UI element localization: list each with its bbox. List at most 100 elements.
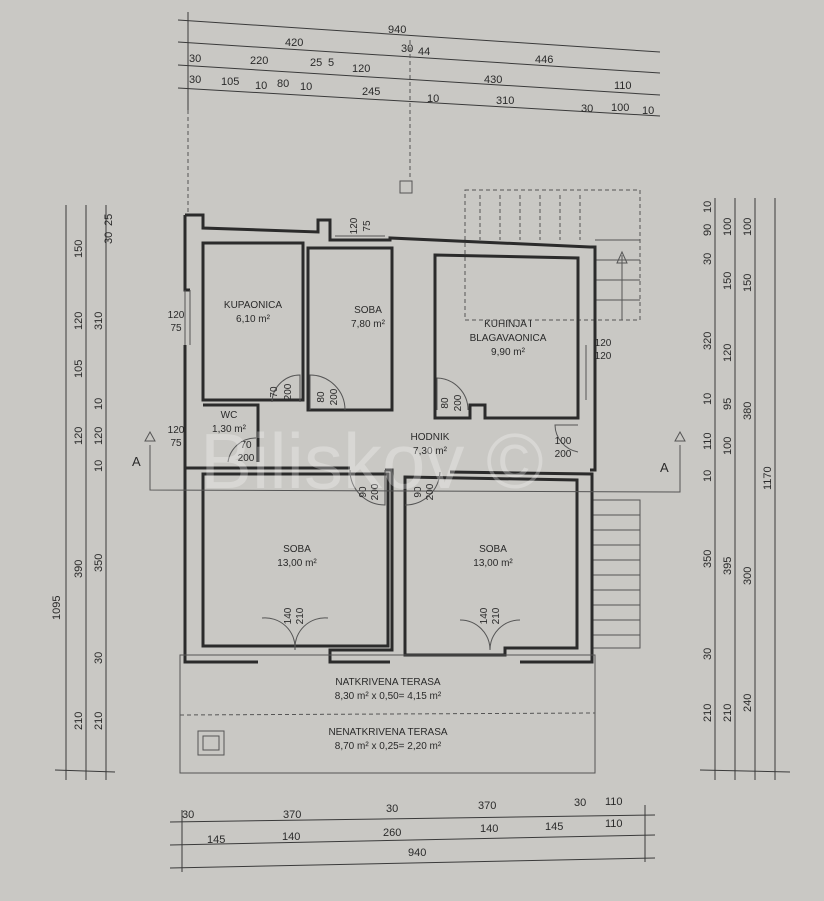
room-area: 7,30 m² [413,446,448,457]
door-width: 90 [358,486,369,498]
dim-label: 245 [362,86,380,98]
dim-label: 95 [722,398,734,410]
room-name: SOBA [479,544,507,555]
section-mark: A [660,460,669,475]
dim-label: 150 [722,272,734,290]
dim-label: 30 [189,53,201,65]
window-width: 120 [349,217,360,234]
dim-label: 10 [642,105,654,117]
dim-label: 30 [574,797,586,809]
dim-label: 10 [702,201,714,213]
dim-label: 25 [310,57,322,69]
dim-label: 140 [282,831,300,843]
dim-label: 30 [182,809,194,821]
dim-label: 370 [478,800,496,812]
dim-label: 320 [702,332,714,350]
window-height: 75 [362,220,373,232]
door-height: 200 [370,483,381,500]
dim-label: 446 [535,54,553,66]
dim-label: 350 [93,554,105,572]
dim-label: 10 [93,460,105,472]
room-area: 9,90 m² [491,347,526,358]
terrace-open-area: 8,70 m² x 0,25= 2,20 m² [335,741,442,752]
dim-label: 10 [702,393,714,405]
dim-label: 30 [386,803,398,815]
dim-label: 30 [702,648,714,660]
dim-label: 10 [300,81,312,93]
dim-label: 110 [605,796,623,808]
dim-label: 370 [283,809,301,821]
door-width: 90 [413,486,424,498]
stair-arrow-icon [616,250,628,264]
dim-label: 30 [93,652,105,664]
door-height: 200 [238,453,255,464]
door-width: 80 [440,397,451,409]
dim-label: 100 [611,102,629,114]
room-area: 13,00 m² [473,558,513,569]
dim-label: 30 [581,103,593,115]
dim-label: 120 [73,427,85,445]
dim-label: 380 [742,402,754,420]
dim-label: 310 [496,95,514,107]
left-dimensions: 1095 150 120 105 120 390 210 310 10 120 … [51,205,116,780]
bottom-dimensions: 30 370 30 370 30 110 145 140 260 140 145… [169,796,656,872]
window-width: 120 [595,338,612,349]
window-height: 120 [595,351,612,362]
doors [227,374,579,651]
window-width: 120 [168,310,185,321]
right-dimensions: 10 90 30 320 10 110 10 350 30 210 100 15… [699,198,791,780]
door-height: 200 [453,394,464,411]
dim-label: 80 [277,78,289,90]
dim-label: 5 [328,57,334,69]
dim-label: 10 [255,80,267,92]
dim-label: 940 [388,24,406,36]
dim-label: 30 [189,74,201,86]
door-width: 70 [240,440,252,451]
dim-label: 110 [614,80,632,92]
dim-label: 100 [722,218,734,236]
room-name: SOBA [283,544,311,555]
dim-label: 145 [207,834,225,846]
door-height: 200 [425,483,436,500]
drain-icon [197,730,225,756]
terrace-open-label: NENATKRIVENA TERASA [328,727,447,738]
dim-label: 30 [702,253,714,265]
window-height: 75 [170,438,182,449]
window-width: 120 [168,425,185,436]
room-area: 13,00 m² [277,558,317,569]
door-height: 210 [295,607,306,624]
dim-label: 25 [103,214,115,226]
room-labels: KUPAONICA 6,10 m² SOBA 7,80 m² KUHINJA I… [212,300,547,569]
dim-label: 110 [605,818,623,830]
room-name-line2: BLAGAVAONICA [470,333,547,344]
terrace: NATKRIVENA TERASA 8,30 m² x 0,50= 4,15 m… [179,654,596,774]
opening-dimensions: 70 200 80 200 80 200 70 200 100 200 90 2… [168,217,612,624]
dim-label: 10 [427,93,439,105]
dim-label: 210 [93,712,105,730]
door-width: 140 [283,607,294,624]
top-dimensions: 940 420 446 30 220 25 5 120 30 44 430 11… [177,12,661,215]
dim-label: 150 [73,240,85,258]
room-area: 6,10 m² [236,314,271,325]
door-height: 200 [329,388,340,405]
watermark: Biliskov © [200,417,544,505]
dim-label: 240 [742,694,754,712]
room-name: WC [221,410,238,421]
room-area: 1,30 m² [212,424,247,435]
dim-label: 430 [484,74,502,86]
door-height: 200 [283,383,294,400]
dim-label: 100 [722,437,734,455]
dim-label: 1095 [51,596,63,620]
dim-label: 260 [383,827,401,839]
door-height: 200 [555,449,572,460]
section-line-a: A A [132,430,686,493]
dim-label: 120 [73,312,85,330]
dim-label: 120 [722,344,734,362]
dim-label: 390 [73,560,85,578]
dim-label: 145 [545,821,563,833]
dim-label: 420 [285,37,303,49]
room-name: KUPAONICA [224,300,282,311]
dim-label: 10 [93,398,105,410]
